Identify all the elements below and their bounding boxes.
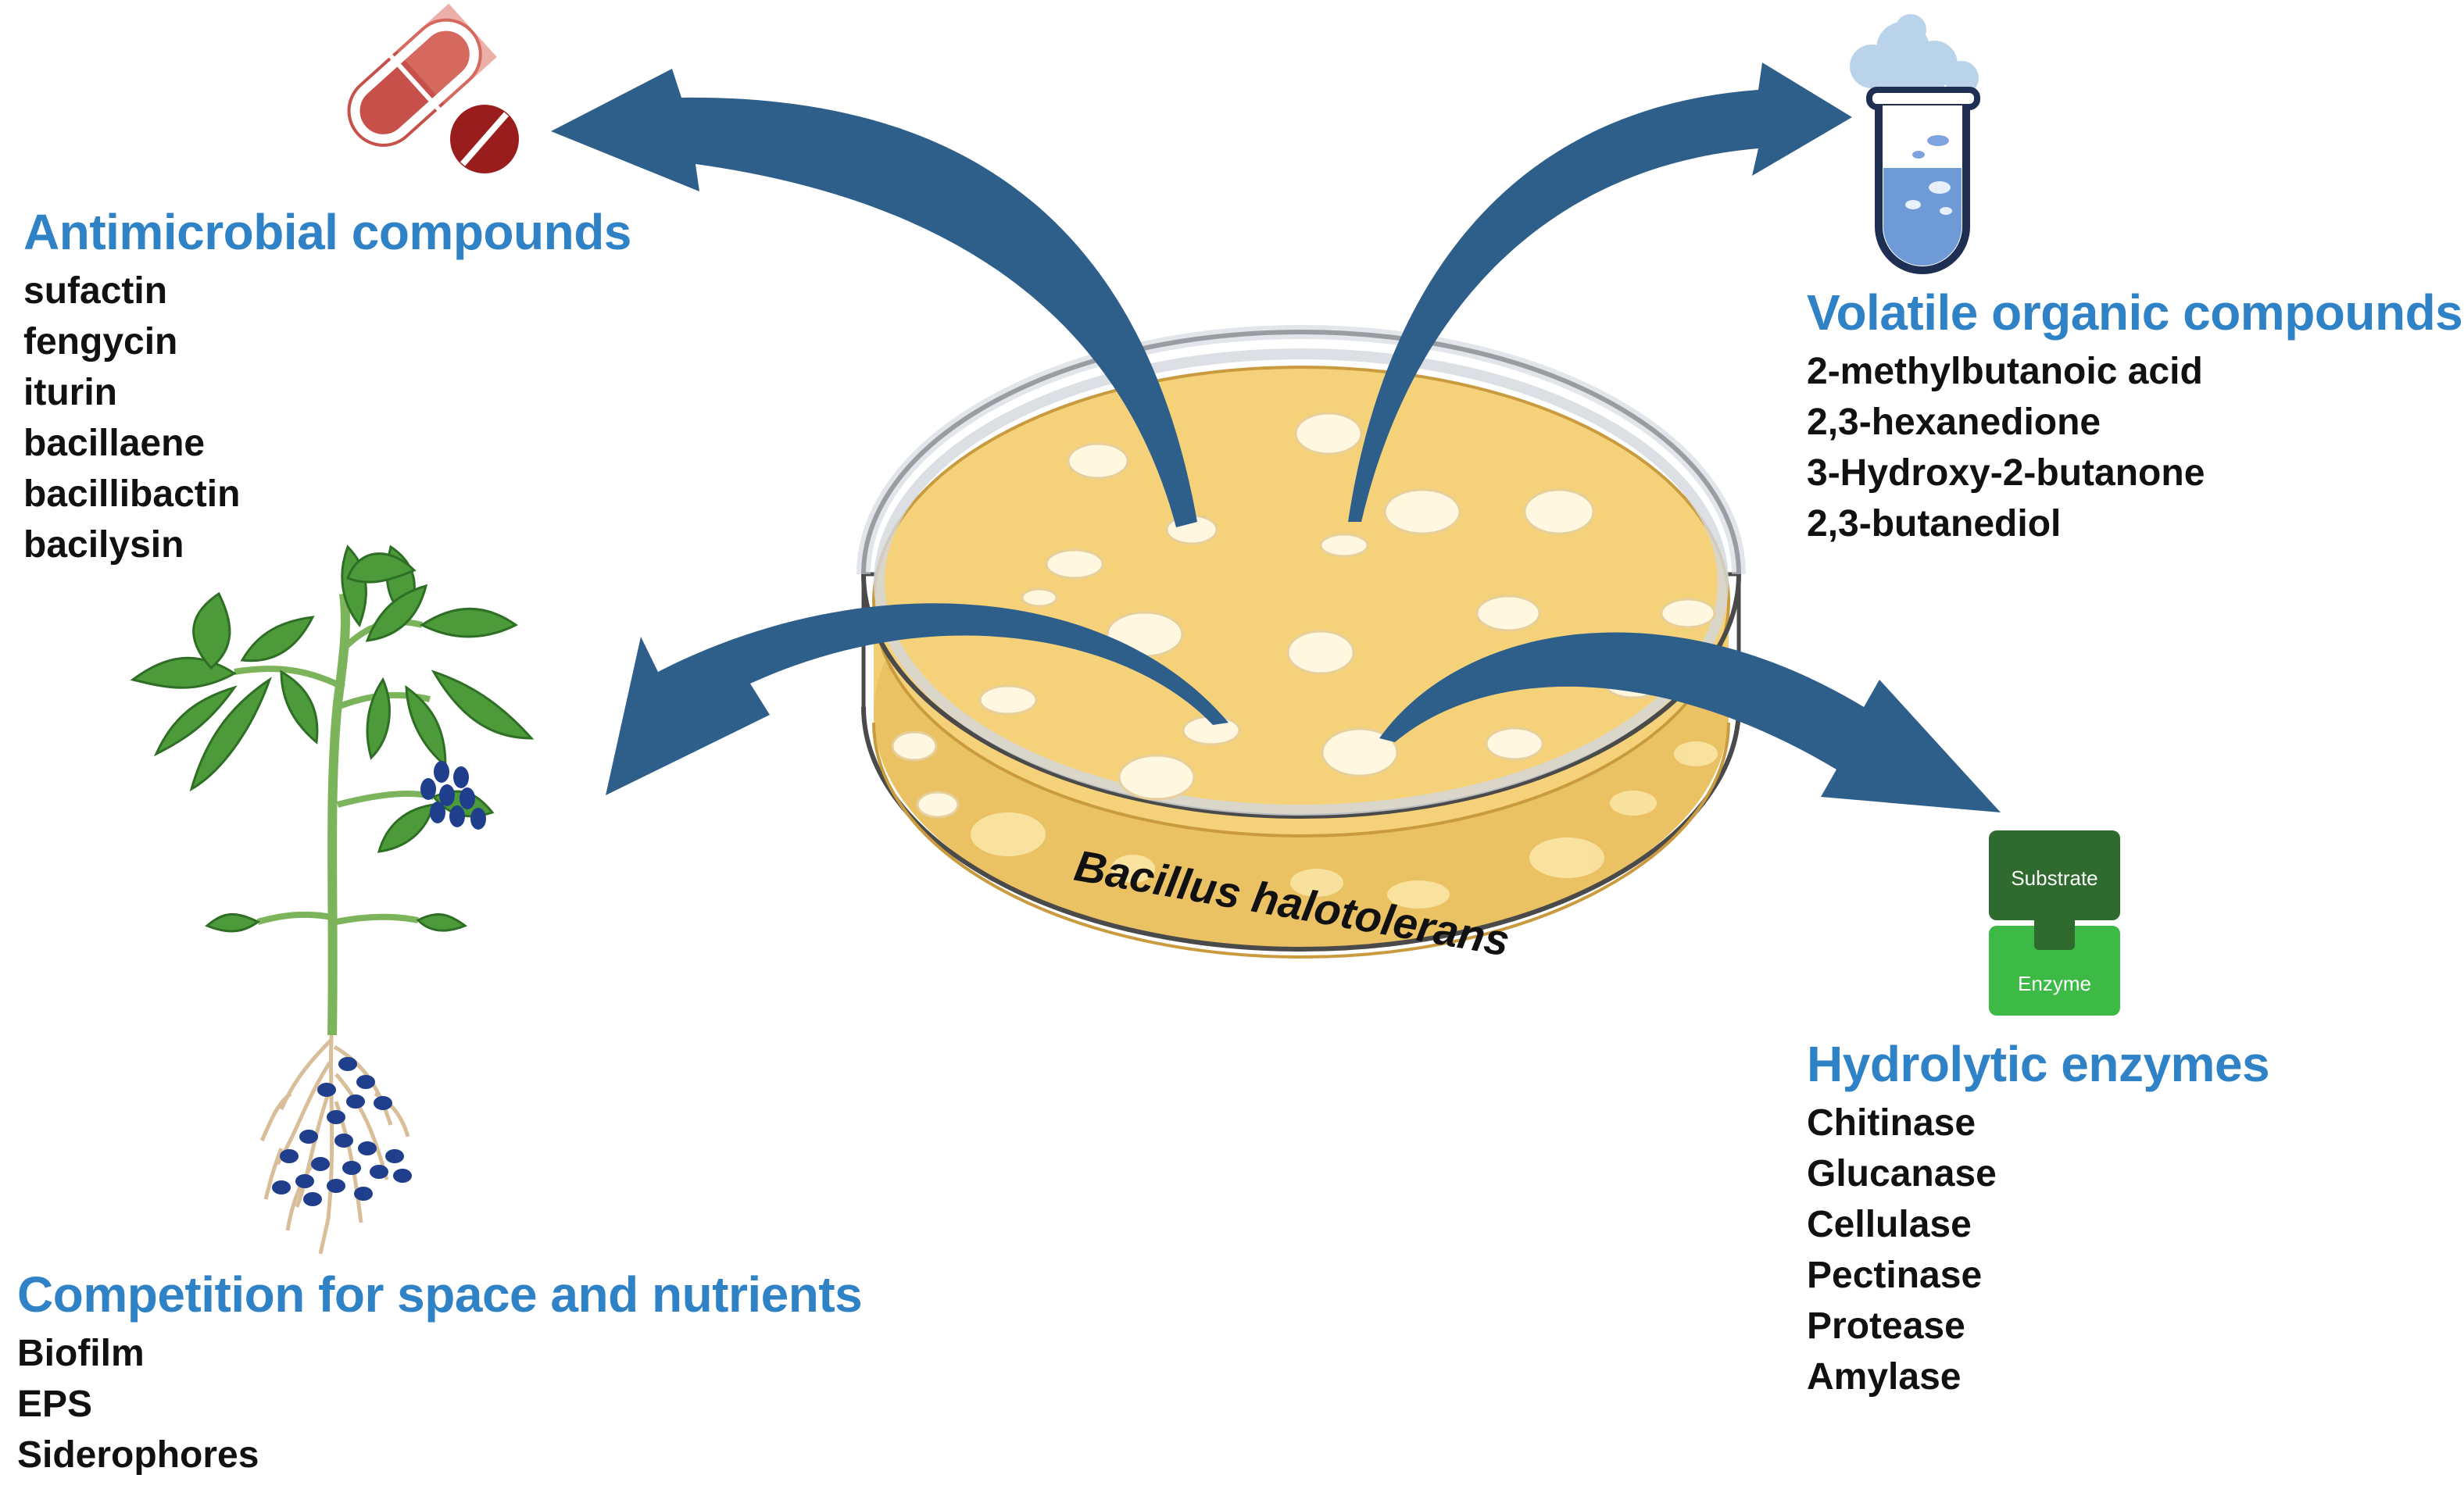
petri-dish	[856, 325, 1746, 959]
volatile-item: 3-Hydroxy-2-butanone	[1807, 452, 2205, 494]
volatile-item: 2,3-hexanedione	[1807, 402, 2101, 443]
test-tube-icon	[1850, 14, 1980, 274]
substrate-label: Substrate	[2011, 866, 2097, 890]
volatile-item: 2,3-butanediol	[1807, 503, 2062, 545]
competition-heading: Competition for space and nutrients	[17, 1266, 863, 1323]
hydrolytic-item: Amylase	[1807, 1356, 1962, 1398]
arrow-competition	[606, 603, 1228, 795]
antimicrobial-item: fengycin	[23, 321, 178, 362]
hydrolytic-item: Cellulase	[1807, 1204, 1972, 1245]
competition-item: EPS	[17, 1384, 93, 1425]
hydrolytic-item: Pectinase	[1807, 1255, 1983, 1296]
tomato-plant-icon	[130, 545, 535, 1255]
antimicrobial-item: bacilysin	[23, 524, 184, 566]
antimicrobial-item: bacillaene	[23, 423, 206, 464]
hydrolytic-heading: Hydrolytic enzymes	[1807, 1036, 2270, 1092]
volatile-item: 2-methylbutanoic acid	[1807, 351, 2203, 392]
competition-item: Siderophores	[17, 1434, 259, 1476]
arrow-antimicrobial	[551, 69, 1197, 527]
arrow-volatile	[1348, 62, 1852, 522]
bacteria-cells	[272, 761, 486, 1206]
volatile-heading: Volatile organic compounds	[1807, 284, 2463, 341]
antimicrobial-item: sufactin	[23, 270, 168, 312]
plant-leaves	[130, 545, 535, 933]
antimicrobial-list: sufactin fengycin iturin bacillaene bacillib…	[23, 266, 240, 570]
competition-item: Biofilm	[17, 1333, 145, 1374]
antimicrobial-item: bacillibactin	[23, 473, 241, 515]
capsule-pill-icon	[347, 3, 519, 173]
arrow-hydrolytic	[1379, 632, 2001, 812]
antimicrobial-item: iturin	[23, 372, 117, 413]
arrows	[551, 62, 2001, 812]
volatile-list: 2-methylbutanoic acid 2,3-hexanedione 3-Hy…	[1807, 346, 2205, 549]
hydrolytic-item: Chitinase	[1807, 1102, 1976, 1144]
hydrolytic-item: Glucanase	[1807, 1153, 1997, 1194]
enzyme-substrate-icon	[1989, 830, 2120, 1016]
hydrolytic-item: Protease	[1807, 1305, 1965, 1347]
enzyme-label: Enzyme	[2018, 972, 2091, 995]
agar-surface	[872, 366, 1730, 837]
antimicrobial-heading: Antimicrobial compounds	[23, 204, 631, 260]
